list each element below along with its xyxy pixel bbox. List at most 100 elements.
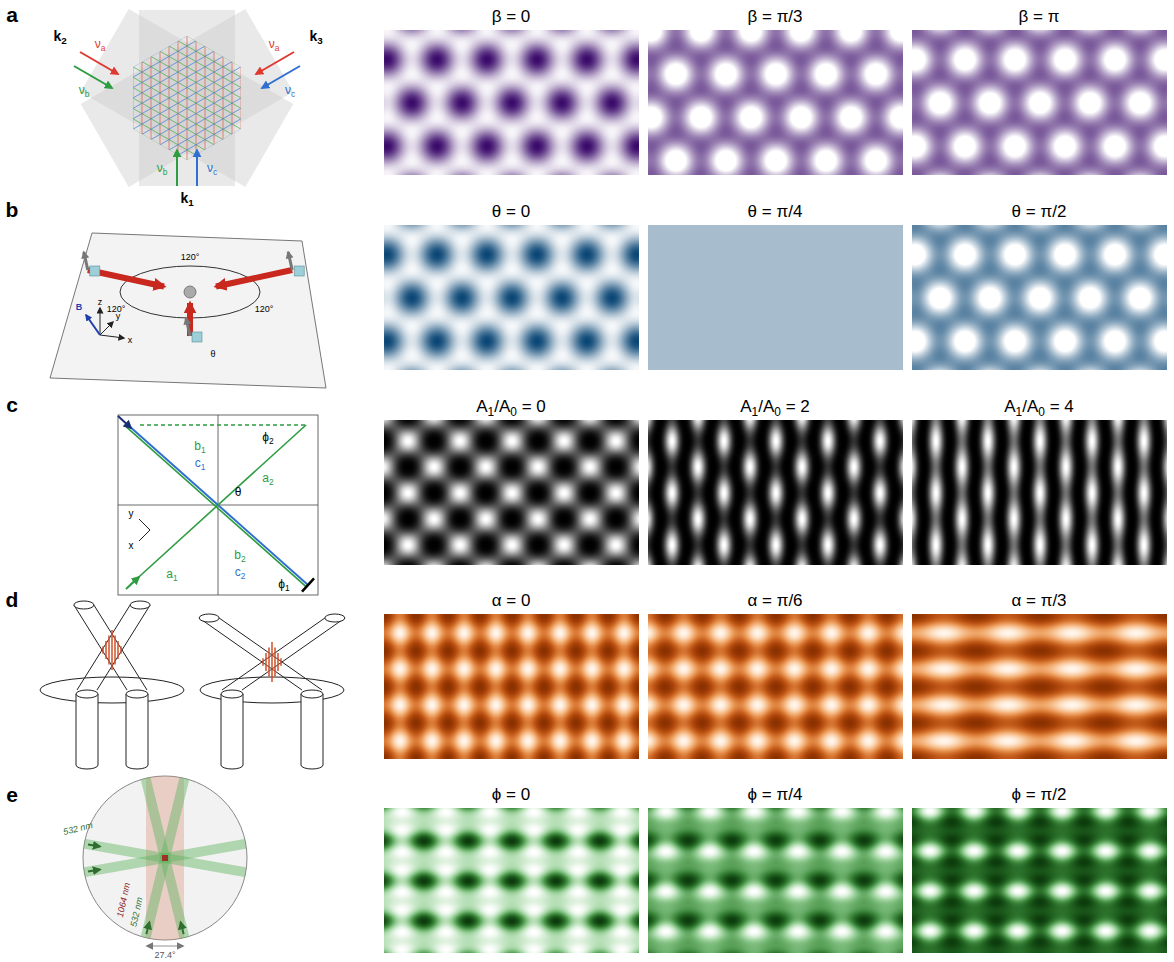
panel-title: θ = π/4	[748, 203, 803, 220]
hatch-line	[95, 19, 234, 99]
wavevector-label: k3	[309, 29, 322, 43]
fringe	[274, 647, 276, 676]
hatch-line	[86, 3, 225, 83]
beam-arrow	[262, 66, 300, 88]
beam-arrow	[88, 845, 100, 847]
lattice-pattern	[912, 30, 1167, 175]
fringe	[262, 658, 264, 665]
panel-title: θ = 0	[492, 203, 530, 220]
lattice-pattern	[648, 225, 903, 370]
beam-arrow	[181, 922, 184, 934]
fringe	[105, 641, 107, 659]
hatch-line	[122, 66, 261, 146]
hatch-line	[149, 3, 288, 83]
fiber-cylinder	[221, 694, 243, 769]
vacuum-chamber	[67, 758, 264, 958]
panel-title: θ = π/2	[1012, 203, 1067, 220]
panel-title: β = π	[1019, 8, 1060, 25]
angle-label: 120°	[255, 305, 274, 314]
polarization-arrow	[186, 318, 190, 336]
interferometer	[118, 415, 318, 595]
beam-arrow	[146, 922, 149, 934]
fiber-cylinder	[126, 694, 148, 769]
hatch-line	[109, 42, 248, 122]
lattice-pattern	[384, 225, 639, 370]
hatch-line	[160, 18, 161, 178]
hatch-line	[154, 120, 293, 200]
hatch-line	[124, 18, 125, 178]
hatch-line	[113, 50, 252, 130]
lattice-pattern	[912, 614, 1167, 759]
lens-setups	[40, 601, 345, 769]
hatch-line	[122, 50, 261, 130]
hatch-line	[115, 18, 116, 178]
hatch-line	[104, 35, 243, 115]
panel-title: α = π/3	[1011, 592, 1066, 609]
fiber-cylinder	[301, 694, 323, 769]
angle-label: 27.4°	[154, 951, 175, 960]
lattice-pattern	[384, 30, 639, 175]
beam-arrow	[196, 150, 198, 186]
panel-letter: c	[6, 394, 18, 415]
atoms	[162, 855, 168, 861]
frequency-label: νb	[79, 84, 90, 96]
panel-title: A1/A0 = 0	[476, 398, 546, 415]
laser-beam	[67, 841, 264, 876]
beam-label: c2	[235, 566, 246, 578]
phase-label: ϕ2	[262, 431, 273, 443]
axis-label: x	[128, 336, 133, 345]
axis	[100, 308, 101, 335]
panel-title: ϕ = π/2	[1012, 786, 1067, 803]
lattice-pattern	[384, 614, 639, 759]
beam-arrow	[80, 52, 118, 74]
beam-return	[140, 424, 306, 425]
lattice-pattern	[648, 614, 903, 759]
lattice-pattern	[384, 808, 639, 953]
interference-hatching	[82, 0, 293, 200]
hatch-line	[259, 18, 260, 178]
lattice-pattern	[384, 420, 639, 565]
input-arrow	[126, 577, 139, 589]
laser-beam-arrow	[216, 270, 292, 287]
lattice-pattern	[912, 225, 1167, 370]
phase-label: ϕ1	[278, 578, 289, 590]
panel-letter: b	[6, 199, 19, 220]
beam-arrow	[256, 52, 294, 74]
frequency-label: νc	[285, 84, 295, 96]
beam-end	[74, 601, 94, 609]
beam-label: a2	[262, 472, 273, 484]
fringe	[265, 653, 267, 671]
fiber-end	[76, 690, 98, 698]
beam-edge	[219, 618, 322, 690]
axis-label: x	[129, 541, 134, 551]
frequency-label: νa	[269, 38, 280, 50]
polarizer	[294, 266, 304, 276]
hatch-line	[113, 66, 252, 146]
fringe	[280, 658, 282, 665]
laser-beam-arrow	[187, 303, 193, 336]
mirror	[302, 578, 314, 591]
fringe	[277, 653, 279, 671]
beam-end	[325, 614, 345, 622]
lattice-pattern	[648, 808, 903, 953]
hatch-line	[127, 74, 266, 154]
plane	[50, 233, 326, 388]
hatch-line	[142, 18, 143, 178]
beam-band	[81, 9, 294, 187]
laser-beam	[67, 841, 264, 876]
fringe	[114, 635, 116, 664]
lattice-pattern	[912, 808, 1167, 953]
axis	[139, 530, 150, 541]
field-label: B	[76, 303, 83, 312]
beam-arrow	[88, 869, 100, 871]
fringe	[271, 642, 273, 682]
beam-edge	[74, 605, 127, 690]
fiber-cylinder	[76, 694, 98, 769]
hatch-line	[214, 18, 215, 178]
angle-label: θ	[210, 350, 215, 359]
frequency-label: νc	[207, 162, 217, 174]
wavevector-label: k2	[53, 29, 66, 43]
lattice-pattern	[648, 30, 903, 175]
